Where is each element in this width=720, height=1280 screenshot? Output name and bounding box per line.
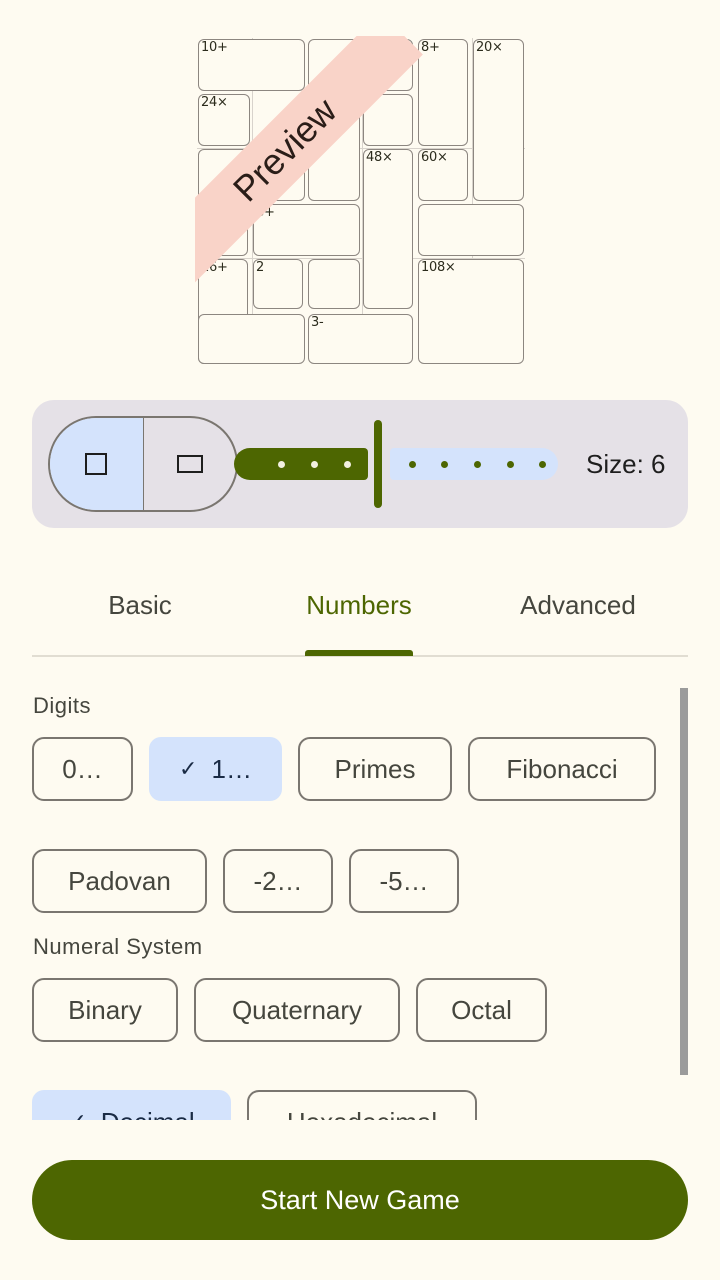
preview-puzzle: 10+ 6 8+ 20× 24× 48× 60× 7 8+ 16+ 2 108×… [195,36,527,366]
slider-tick [441,461,448,468]
numeral-chip[interactable]: Quaternary [194,978,400,1042]
cage [198,314,305,364]
tab-basic[interactable]: Basic [108,590,172,620]
chip-label: Fibonacci [506,753,618,784]
tab-advanced[interactable]: Advanced [520,590,636,620]
digits-chip[interactable]: Primes [298,737,452,801]
check-icon: ✓ [68,1109,86,1120]
tab-indicator [305,650,413,656]
cage [418,39,468,146]
numeral-chip[interactable]: Octal [416,978,547,1042]
cage [253,204,360,256]
start-new-game-button[interactable]: Start New Game [32,1160,688,1240]
chip-label: -5… [379,865,429,896]
digits-chip[interactable]: -5… [349,849,459,913]
chip-label: Quaternary [231,994,363,1025]
digits-chip[interactable]: Fibonacci [468,737,656,801]
cage-clue: 20× [476,40,503,55]
check-icon: ✓ [179,756,198,781]
cage [363,149,413,309]
digits-chip[interactable]: ✓ 1… [149,737,282,801]
start-new-game-label: Start New Game [260,1184,460,1215]
cage-clue: 10+ [201,40,228,55]
slider-tick [344,461,351,468]
chip-label: Decimal [101,1107,195,1121]
options-scroll-area[interactable]: Digits 0… ✓ 1… Primes Fibonacci Padovan … [0,660,720,1120]
slider-tick [539,461,546,468]
cage [253,259,303,309]
grid-line [362,38,363,364]
grid-line [472,38,473,364]
slider-tick [409,461,416,468]
size-slider-thumb[interactable] [374,420,382,508]
cage [308,314,413,364]
cage-clue: 60× [421,150,448,165]
slider-tick [278,461,285,468]
square-shape-button[interactable] [50,418,144,510]
slider-tick [474,461,481,468]
chip-label: Primes [334,753,416,784]
numeral-chip[interactable]: Binary [32,978,178,1042]
chip-label: Octal [451,994,512,1025]
size-label: Size: 6 [586,449,666,479]
numeral-system-label: Numeral System [33,934,203,959]
numeral-chip[interactable]: Hexadecimal [247,1090,477,1120]
cage [418,259,524,364]
cage [198,39,305,91]
cage [198,94,250,146]
cage-clue: 48× [366,150,393,165]
tab-numbers[interactable]: Numbers [306,590,412,620]
grid-line [197,258,525,259]
digits-chip[interactable]: 0… [32,737,133,801]
cage-clue: 3- [311,315,324,330]
chip-label: 0… [62,753,103,784]
cage [363,94,413,146]
shape-toggle [48,416,238,512]
tab-divider [32,655,688,657]
cage-clue: 2 [256,260,264,275]
square-icon [85,453,108,475]
rectangle-icon [176,455,203,473]
cage-clue: 108× [421,260,456,275]
cage [308,259,360,309]
grid-line [197,148,525,149]
chip-label: -2… [253,865,303,896]
numeral-chip[interactable]: ✓ Decimal [32,1090,231,1120]
slider-tick [507,461,514,468]
cage [473,39,524,201]
rectangle-shape-button[interactable] [144,418,237,510]
chip-label: Hexadecimal [287,1107,437,1121]
cage [418,149,468,201]
digits-chip[interactable]: Padovan [32,849,207,913]
chip-label: Padovan [68,865,171,896]
slider-tick [311,461,318,468]
digits-label: Digits [33,693,92,718]
cage [418,204,524,256]
digits-chip[interactable]: -2… [223,849,333,913]
cage-clue: 8+ [421,40,440,55]
cage-clue: 24× [201,95,228,110]
scrollbar[interactable] [680,688,688,1075]
chip-label: Binary [68,994,142,1025]
chip-label: 1… [211,753,252,784]
